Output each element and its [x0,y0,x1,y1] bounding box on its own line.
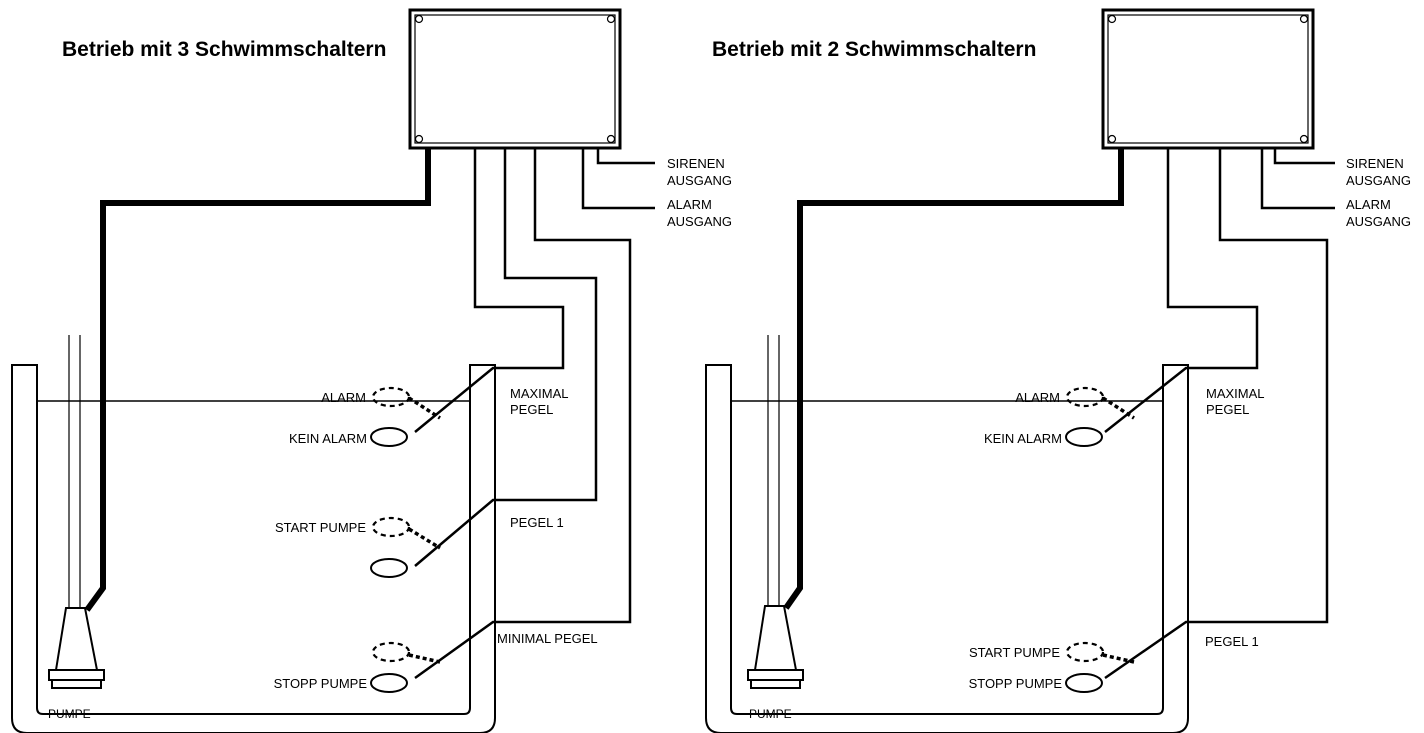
float-switch-level1 [370,516,441,578]
siren-output-cable [1273,148,1335,165]
alarm-output-cable [581,148,655,210]
float-lower-position [370,673,408,693]
level-min-label: MINIMAL PEGEL [497,631,598,646]
screw-icon [414,134,424,144]
panel-two-floats: Betrieb mit 2 Schwimmschaltern SIRENEN A… [705,8,1411,733]
panel-title: Betrieb mit 2 Schwimmschaltern [712,38,1036,61]
level-1-label: PEGEL 1 [510,515,564,530]
tank [11,364,496,733]
siren-output-label-2: AUSGANG [667,173,732,188]
float-switch-min [370,641,441,693]
float-min-lower-label: STOPP PUMPE [274,676,368,691]
tank [705,364,1189,733]
float-switch-max [1065,386,1135,447]
control-box [408,8,622,150]
screw-icon [414,14,424,24]
level-max-label-2: PEGEL [1206,402,1249,417]
level-max-label-2: PEGEL [510,402,553,417]
screw-icon [1299,14,1309,24]
screw-icon [1107,14,1117,24]
float-level1-lower-label: STOPP PUMPE [969,676,1063,691]
panel-title: Betrieb mit 3 Schwimmschaltern [62,38,386,61]
float-stop-position [370,558,408,578]
float-alarm-position [371,386,411,408]
float-start-position [371,516,411,538]
float-cable-level1 [414,148,598,567]
float-max-upper-label: ALARM [321,390,366,405]
screw-icon [1107,134,1117,144]
float-stop-position [1065,673,1103,693]
level-1-label: PEGEL 1 [1205,634,1259,649]
alarm-output-label-1: ALARM [667,197,712,212]
screw-icon [1299,134,1309,144]
float-cable-max [414,148,565,433]
alarm-output-label-2: AUSGANG [667,214,732,229]
float-start-position [1065,641,1105,663]
float-level1-upper-label: START PUMPE [275,520,366,535]
pump-label: PUMPE [749,707,792,721]
control-box [1101,8,1315,150]
siren-output-label-2: AUSGANG [1346,173,1411,188]
alarm-output-label-1: ALARM [1346,197,1391,212]
level-max-label-1: MAXIMAL [510,386,569,401]
float-max-upper-label: ALARM [1015,390,1060,405]
level-max-label-1: MAXIMAL [1206,386,1265,401]
float-alarm-position [1065,386,1105,408]
siren-output-label-1: SIRENEN [1346,156,1404,171]
float-max-lower-label: KEIN ALARM [984,431,1062,446]
float-normal-position [1065,427,1103,447]
float-switch-level1 [1065,641,1135,693]
float-cable-level1 [1104,148,1329,680]
float-cable-max [1104,148,1259,433]
pump-label: PUMPE [48,707,91,721]
screw-icon [606,14,616,24]
siren-output-cable [596,148,655,165]
pump-cable [783,148,1124,610]
float-switch-max [370,386,441,447]
panel-three-floats: Betrieb mit 3 Schwimmschaltern SIRENEN A… [11,8,732,733]
float-upper-position [371,641,411,663]
pump-icon [747,605,804,689]
siren-output-label-1: SIRENEN [667,156,725,171]
pump-icon [48,607,105,689]
float-cable-min [414,148,632,680]
float-max-lower-label: KEIN ALARM [289,431,367,446]
alarm-output-cable [1260,148,1335,210]
pump-cable [84,148,431,612]
float-level1-upper-label: START PUMPE [969,645,1060,660]
alarm-output-label-2: AUSGANG [1346,214,1411,229]
screw-icon [606,134,616,144]
float-normal-position [370,427,408,447]
